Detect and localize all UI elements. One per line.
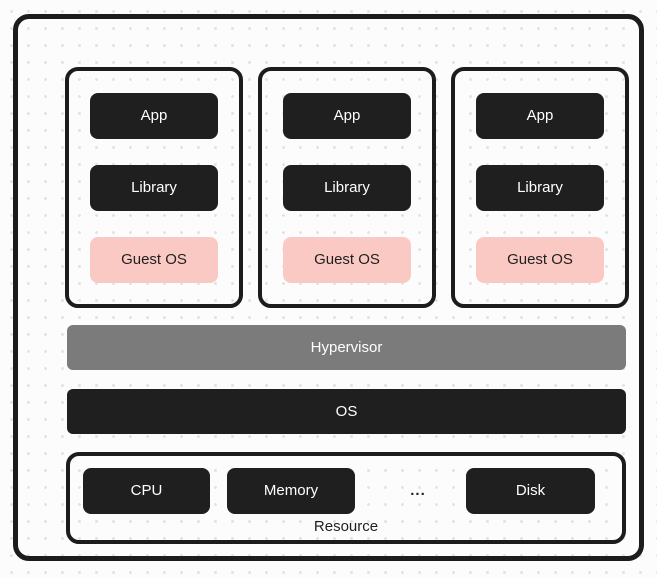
resource-ellipsis: ... [410, 482, 426, 499]
memory-box: Memory [227, 468, 355, 514]
vm-box-2: App Library Guest OS [258, 67, 436, 308]
vm-box-1: App Library Guest OS [65, 67, 243, 308]
vm1-app-box: App [90, 93, 218, 139]
resource-container: CPU Memory ... Disk Resource [66, 452, 626, 544]
disk-box: Disk [466, 468, 595, 514]
hypervisor-bar: Hypervisor [67, 325, 626, 370]
os-bar: OS [67, 389, 626, 434]
vm2-guest-os-box: Guest OS [283, 237, 411, 283]
vm3-guest-os-box: Guest OS [476, 237, 604, 283]
vm1-guest-os-box: Guest OS [90, 237, 218, 283]
vm3-app-box: App [476, 93, 604, 139]
resource-label: Resource [313, 518, 379, 535]
vm-box-3: App Library Guest OS [451, 67, 629, 308]
cpu-box: CPU [83, 468, 210, 514]
vm2-app-box: App [283, 93, 411, 139]
host-machine-container: App Library Guest OS App Library Guest O… [13, 14, 644, 561]
vm1-library-box: Library [90, 165, 218, 211]
vm2-library-box: Library [283, 165, 411, 211]
vm3-library-box: Library [476, 165, 604, 211]
